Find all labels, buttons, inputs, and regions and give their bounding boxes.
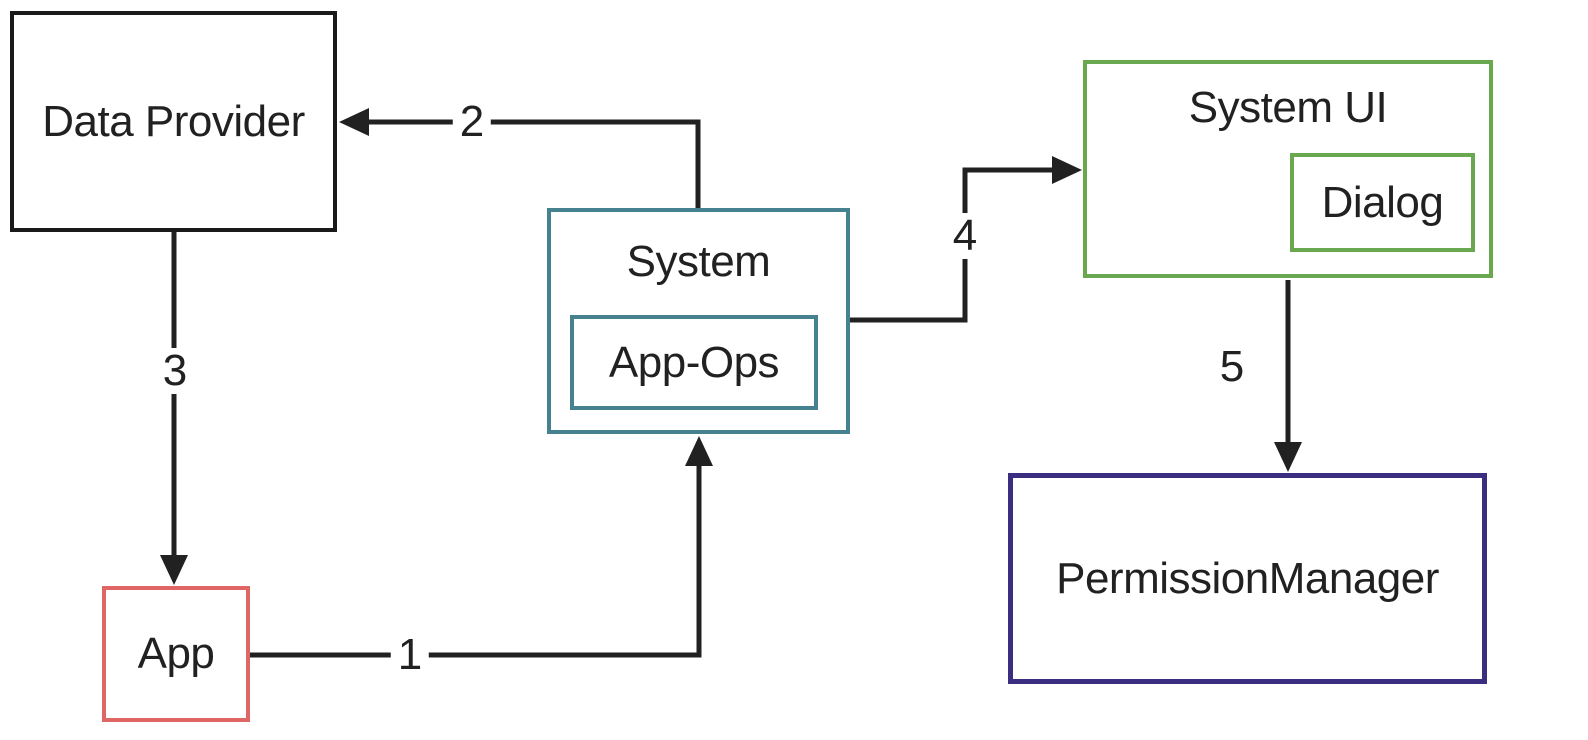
- arrow-3-arrowhead-down-icon: [160, 555, 188, 585]
- edge-label-1: 1: [390, 632, 430, 678]
- node-data-provider: Data Provider: [10, 11, 337, 232]
- arrow-1: [250, 436, 713, 658]
- node-system-label: System: [626, 237, 771, 286]
- node-app-ops-label: App-Ops: [608, 337, 780, 387]
- node-system-ui: System UI Dialog: [1083, 60, 1493, 278]
- arrow-3: [160, 232, 188, 585]
- arrow-1-line: [250, 462, 702, 658]
- node-system-title-area: System: [551, 212, 846, 312]
- arrow-5: [1274, 280, 1302, 472]
- node-permission-manager: PermissionManager: [1008, 473, 1487, 684]
- arrow-4-arrowhead-right-icon: [1052, 156, 1082, 184]
- edge-label-2: 2: [452, 99, 492, 145]
- node-system-ui-title-area: System UI: [1087, 64, 1489, 152]
- arrow-2-line: [365, 119, 701, 208]
- node-dialog-label: Dialog: [1321, 177, 1444, 227]
- arrow-2: [339, 108, 701, 208]
- node-app: App: [102, 586, 250, 722]
- node-system-ui-label: System UI: [1188, 83, 1388, 132]
- edge-label-3: 3: [155, 348, 195, 394]
- node-data-provider-label: Data Provider: [42, 96, 305, 146]
- node-dialog: Dialog: [1290, 153, 1475, 252]
- edge-label-4: 4: [945, 213, 985, 259]
- node-permission-manager-label: PermissionManager: [1056, 553, 1439, 603]
- arrow-1-arrowhead-up-icon: [685, 436, 713, 466]
- arrow-2-arrowhead-left-icon: [339, 108, 369, 136]
- edge-label-5: 5: [1212, 344, 1252, 390]
- node-app-label: App: [137, 629, 215, 678]
- node-app-ops: App-Ops: [570, 315, 818, 410]
- arrow-5-arrowhead-down-icon: [1274, 442, 1302, 472]
- node-system: System App-Ops: [547, 208, 850, 434]
